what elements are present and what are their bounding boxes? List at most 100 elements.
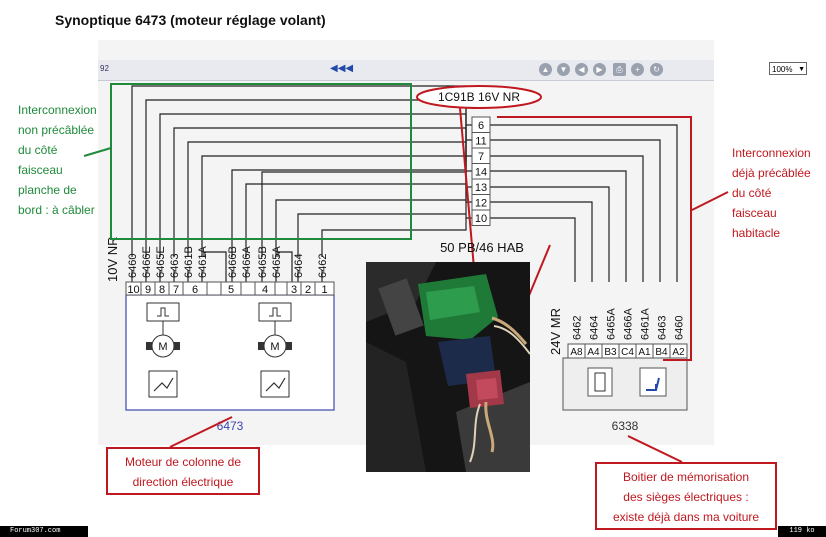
callout-line: déjà précâblée (732, 166, 811, 180)
wire (245, 125, 467, 257)
callout-line: du côté (732, 186, 772, 200)
wire (490, 217, 576, 282)
zoom-select[interactable]: 100%▼ (769, 62, 807, 75)
module-id: 6338 (612, 419, 639, 433)
frame-non-precablee (110, 83, 412, 240)
connector-pin-label: 14 (475, 167, 487, 179)
arrow-boitier (627, 435, 683, 463)
callout-boitier-memorisation: Boitier de mémorisation des sièges élect… (595, 462, 777, 530)
connector-pin-label: 6 (478, 120, 484, 132)
module-connector-label: 10V NR (105, 236, 120, 282)
module-pin-cell (274, 281, 288, 296)
callout-line: faisceau (732, 206, 777, 220)
callout-line: des sièges électriques : (623, 490, 749, 504)
wire (277, 251, 293, 282)
wire-label: 6464 (293, 254, 305, 278)
down-icon[interactable]: ▼ (557, 63, 570, 76)
callout-line: habitacle (732, 226, 781, 240)
module-pin-label: 3 (291, 284, 297, 296)
connector-pin-cell (471, 209, 491, 226)
wire-label: 6465B (257, 246, 269, 278)
module-pin-label: 7 (173, 284, 179, 296)
module-pin-label: 4 (262, 284, 268, 296)
module-pin-label: B3 (604, 347, 617, 358)
module-pin-label: 1 (321, 284, 327, 296)
seat-icon (646, 377, 660, 391)
connector-pin-label: 7 (478, 151, 484, 163)
callout-interconnexion-non-precablee: Interconnexion non précâblée du côté fai… (18, 100, 112, 220)
wire-label: 6465E (155, 246, 167, 278)
callout-moteur-colonne: Moteur de colonne de direction électriqu… (106, 447, 260, 495)
page-title: Synoptique 6473 (moteur réglage volant) (55, 12, 326, 28)
steering-adjust-glyph (153, 377, 174, 392)
module-pin-label: 10 (127, 284, 139, 296)
seat-icon-frame (639, 367, 667, 397)
wire-label: 6466A (241, 246, 253, 278)
wire (490, 155, 644, 282)
ecu-icon-frame (587, 367, 613, 397)
module-pin-label: A8 (570, 347, 583, 358)
next-icon[interactable]: ▶ (593, 63, 606, 76)
module-id: 6473 (217, 419, 244, 433)
wire-label: 6464 (589, 316, 601, 340)
wire (261, 171, 466, 257)
wire (490, 139, 661, 282)
up-icon[interactable]: ▲ (539, 63, 552, 76)
module-connector-label: 24V MR (548, 308, 563, 355)
callout-line: direction électrique (132, 475, 234, 489)
footer-site: Forum307.com (0, 526, 88, 537)
wire-label: 6461A (197, 246, 209, 278)
callout-line: bord : à câbler (18, 203, 95, 217)
steering-adjust-glyph (265, 377, 286, 392)
connector-pin-label: 12 (475, 198, 487, 210)
viewer-toolbar: 92 ◀◀◀ ▲ ▼ ◀ ▶ ⎙ + ↻ 100%▼ (98, 60, 807, 81)
callout-line: non précâblée (18, 123, 95, 137)
wire (173, 127, 472, 257)
wire-label: 6465A (271, 246, 283, 278)
photo-label: 50 PB/46 HAB (440, 240, 524, 255)
add-icon[interactable]: + (631, 63, 644, 76)
wire (201, 155, 472, 257)
module-pin-label: A1 (638, 347, 651, 358)
module-pin-label: A4 (587, 347, 600, 358)
module-pin-label: 2 (305, 284, 311, 296)
rewind-icon[interactable]: ◀◀◀ (330, 63, 354, 74)
connector-pin-label: 11 (475, 136, 486, 148)
previous-icon[interactable]: ◀ (575, 63, 588, 76)
wire-label: 6466A (623, 308, 635, 340)
module-pin-label: 9 (145, 284, 151, 296)
refresh-icon[interactable]: ↻ (650, 63, 663, 76)
connector-label-highlight (416, 85, 542, 109)
chevron-down-icon: ▼ (798, 66, 805, 73)
connector-pin-label: 13 (475, 182, 487, 194)
wire-label: 6465A (606, 308, 618, 340)
wire (159, 113, 472, 257)
wire-label: 6461B (183, 246, 195, 278)
module-pin-label: 6 (192, 284, 198, 296)
wire (275, 199, 466, 257)
connector-pin-label: 10 (475, 213, 487, 225)
wire-routes (131, 85, 678, 282)
wire-label: 6462 (317, 254, 329, 278)
callout-line: faisceau (18, 163, 63, 177)
print-icon[interactable]: ⎙ (613, 63, 626, 76)
wire-label: 6466E (141, 246, 153, 278)
wire-label: 6463 (657, 316, 669, 340)
callout-line: Moteur de colonne de (124, 455, 242, 469)
chip-icon (594, 372, 606, 392)
callout-line: du côté (18, 143, 58, 157)
wire-label: 6460 (674, 316, 686, 340)
callout-line: planche de (18, 183, 77, 197)
wire (490, 124, 678, 282)
frame-precablee (497, 116, 692, 361)
wire (203, 251, 227, 282)
motor-terminal (146, 342, 152, 350)
wire (321, 218, 467, 257)
callout-line: Boitier de mémorisation (622, 470, 750, 484)
callout-line: existe déjà dans ma voiture (612, 510, 760, 524)
motor-terminal (174, 342, 180, 350)
motor-terminal (258, 342, 264, 350)
module-pin-cell (240, 281, 256, 296)
wire-label: 6461A (640, 308, 652, 340)
